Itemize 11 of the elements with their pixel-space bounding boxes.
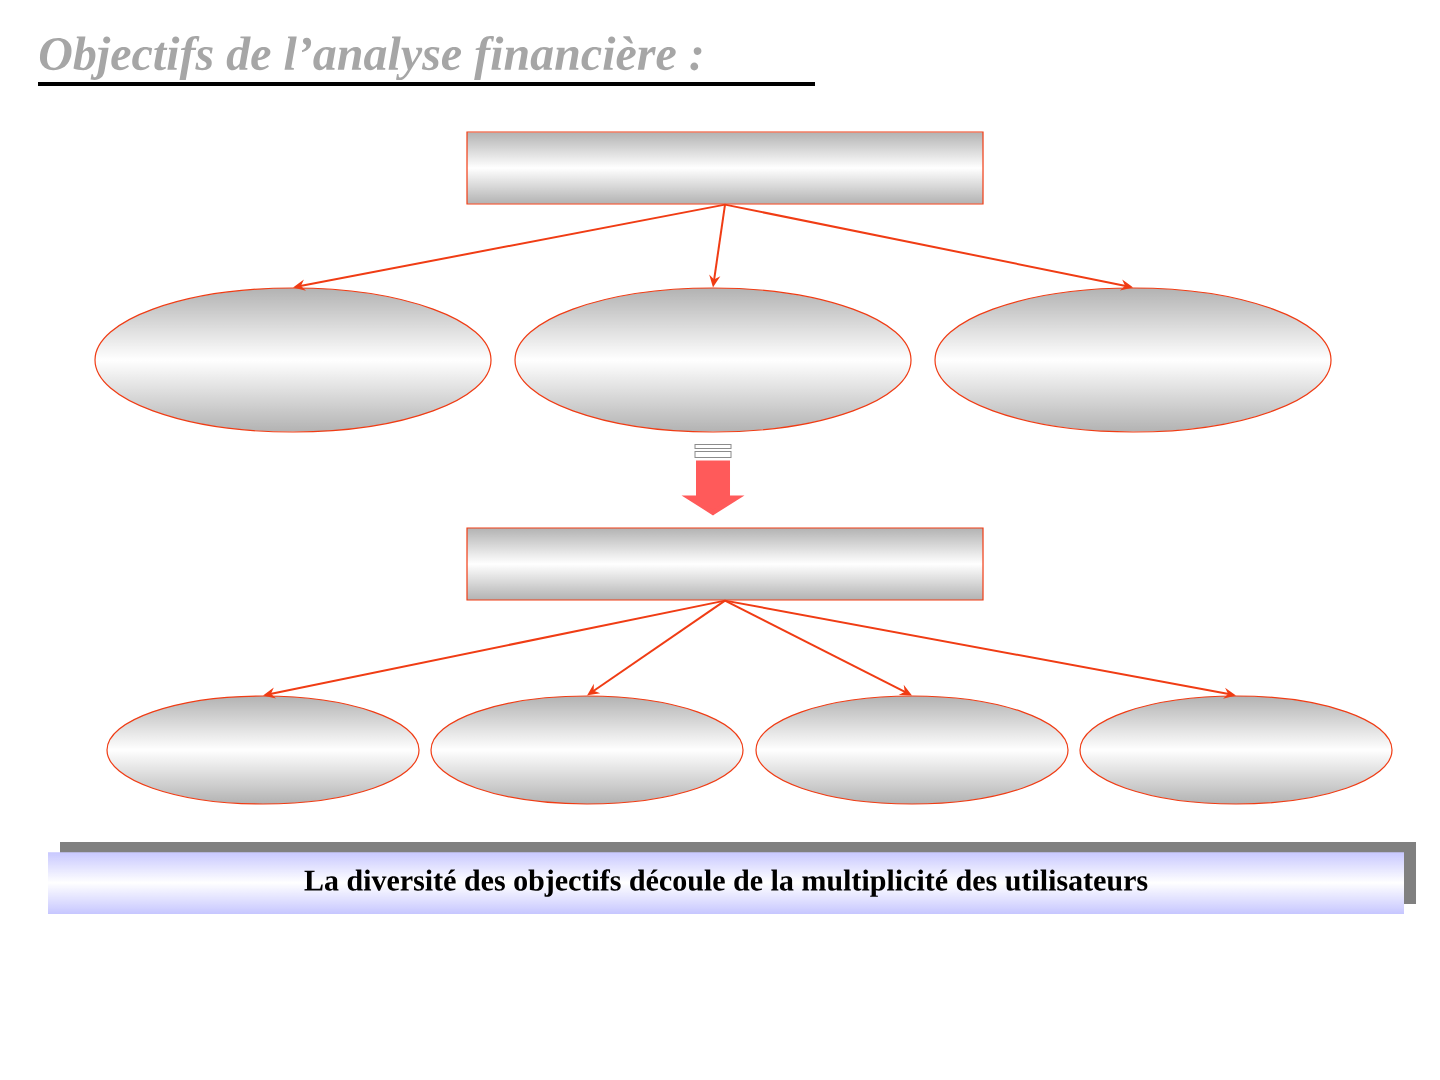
title: Objectifs de l’analyse financière :	[39, 35, 702, 81]
banner: La diversité des objectifs découle de la multiplicité des utilisateurs	[48, 842, 1416, 914]
ellipse-shape	[430, 695, 744, 805]
ellipse-shape	[106, 695, 420, 805]
ellipse-shape	[934, 287, 1332, 433]
process-box	[466, 527, 984, 601]
process-box	[466, 131, 984, 205]
ellipse-shape	[755, 695, 1069, 805]
ellipse-shape	[514, 287, 912, 433]
ellipse-shape	[1079, 695, 1393, 805]
ellipse-shape	[94, 287, 492, 433]
